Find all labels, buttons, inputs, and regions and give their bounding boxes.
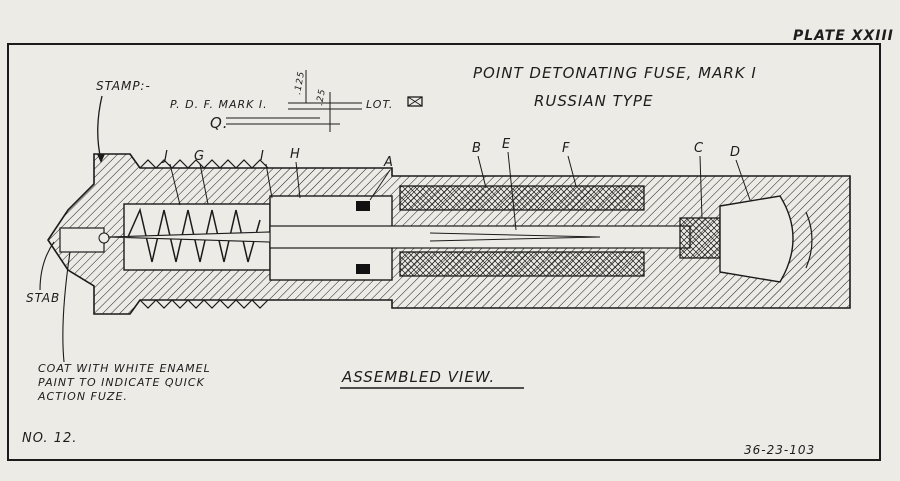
part-c: C [694,141,704,156]
note-line-2: PAINT TO INDICATE QUICK [38,376,205,389]
part-b: B [472,141,482,156]
stamp-q: Q. [210,114,229,132]
title: POINT DETONATING FUSE, MARK I [473,64,757,82]
part-d: D [730,145,741,160]
dim-a: .125 [293,70,307,95]
stamp-dimension-lines [226,70,362,132]
part-e: E [502,137,511,152]
stamp-label: STAMP:- [96,79,151,93]
sheet-border [7,43,881,461]
part-g: G [194,149,205,164]
part-j: J [161,149,169,164]
sheet-number: NO. 12. [22,431,77,446]
part-i: I [260,149,265,164]
dim-b: .25 [315,88,328,107]
stab-label: STAB [26,291,60,305]
note-line-3: ACTION FUZE. [37,390,128,403]
drawing-number: 36-23-103 [744,443,815,457]
view-label: ASSEMBLED VIEW. [341,368,495,386]
stamp-leader [97,95,103,161]
lot-box [407,96,423,107]
plate-label: PLATE XXIII [793,28,894,44]
part-f: F [562,141,570,156]
stamp-text: P. D. F. MARK I. [170,98,268,111]
stamp-lot: LOT. [366,98,393,111]
part-labels: J G I H A B E F C D [161,137,751,231]
part-h: H [290,147,301,162]
note-line-1: COAT WITH WHITE ENAMEL [38,362,211,375]
part-a: A [383,155,394,170]
fuse-body [47,153,851,315]
subtitle: RUSSIAN TYPE [534,92,653,110]
